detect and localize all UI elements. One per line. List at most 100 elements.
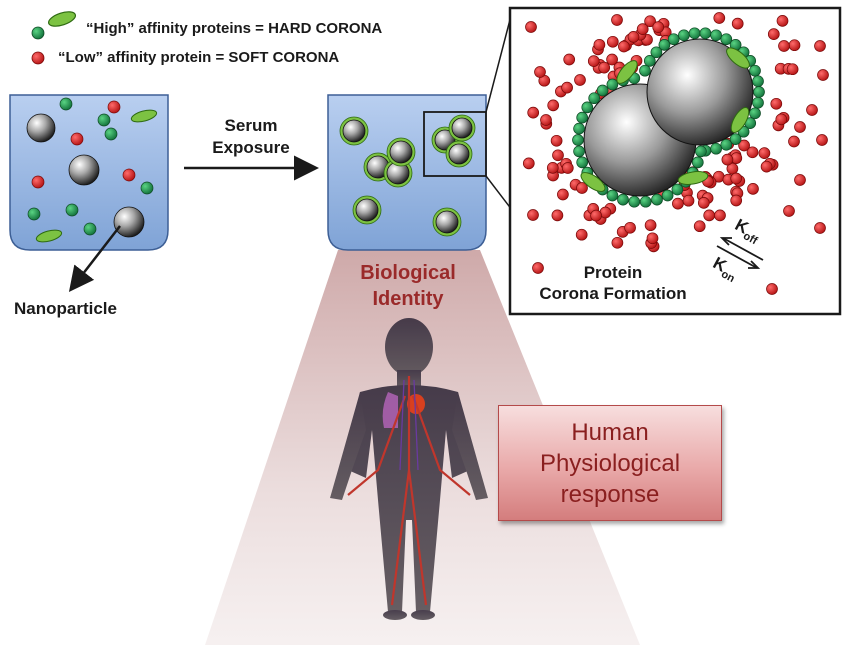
nanoparticle-icon — [389, 140, 413, 164]
hard-corona-protein-icon — [606, 189, 619, 202]
soft-corona-protein-icon — [697, 197, 710, 209]
soft-corona-protein-icon — [767, 28, 780, 40]
nanoparticle-icon — [355, 198, 379, 222]
hard-corona-protein-icon — [752, 96, 764, 109]
equilibrium-arrows-icon — [716, 237, 764, 269]
soft-corona-protein-icon — [563, 53, 576, 66]
soft-corona-protein-icon — [532, 262, 544, 274]
soft-corona-protein-icon — [760, 160, 773, 173]
hard-corona-protein-icon — [581, 101, 594, 114]
soft-corona-protein-icon — [776, 15, 789, 27]
soft-corona-protein-icon — [731, 17, 744, 30]
hard-corona-protein-icon — [667, 33, 680, 46]
soft-corona-protein-icon — [534, 66, 546, 78]
soft-corona-protein-icon — [611, 14, 623, 26]
soft-corona-protein-icon — [646, 232, 659, 245]
soft-corona-protein-icon — [703, 209, 716, 222]
soft-corona-protein-icon — [122, 168, 136, 182]
nanoparticle-icon — [26, 113, 56, 143]
elongated-protein-icon — [616, 60, 638, 84]
soft-corona-protein-icon — [590, 209, 602, 222]
nanoparticle-icon — [435, 210, 459, 234]
organs-icon — [347, 376, 471, 606]
soft-corona-protein-icon — [672, 197, 684, 210]
soft-corona-protein-icon — [814, 222, 826, 234]
hard-corona-protein-icon — [729, 133, 742, 145]
response-line3: response — [560, 480, 660, 508]
hard-corona-protein-icon — [65, 203, 79, 217]
soft-corona-protein-icon — [730, 194, 743, 207]
hard-corona-protein-icon — [617, 193, 629, 206]
hard-corona-protein-icon — [720, 138, 733, 151]
hard-corona-protein-icon — [661, 189, 674, 202]
hard-corona-protein-icon — [650, 46, 663, 59]
hard-corona-protein-icon — [688, 27, 701, 40]
zoom-connector-top — [485, 11, 513, 113]
inset-contents — [522, 12, 829, 295]
bio-identity-line1: Biological — [360, 262, 456, 284]
legend-green-protein-icon — [31, 26, 45, 40]
soft-corona-protein-icon — [652, 21, 665, 33]
soft-corona-protein-icon — [644, 15, 656, 28]
nanoparticle-pointer-arrow — [68, 225, 121, 292]
soft-corona-protein-icon — [540, 114, 552, 126]
soft-corona-protein-icon — [682, 194, 695, 207]
soft-corona-protein-icon — [794, 174, 806, 186]
nanoparticle-icon — [113, 206, 145, 238]
hard-corona-protein-icon — [572, 134, 584, 146]
soft-corona-protein-icon — [766, 283, 778, 295]
beaker-2-contents — [339, 114, 476, 237]
soft-corona-protein-icon — [557, 188, 569, 201]
hard-corona-protein-icon — [576, 156, 589, 169]
hard-corona-protein-icon — [752, 75, 764, 88]
elongated-protein-icon — [726, 47, 750, 69]
soft-corona-protein-icon — [746, 146, 759, 159]
soft-corona-protein-icon — [611, 236, 624, 249]
elongated-protein-icon — [677, 171, 709, 185]
soft-corona-protein-icon — [527, 209, 539, 221]
inset-title-line2: Corona Formation — [539, 284, 687, 303]
hard-corona-protein-icon — [643, 55, 656, 67]
soft-corona-protein-icon — [552, 149, 564, 162]
zoom-connector-bottom — [485, 175, 513, 211]
soft-corona-protein-icon — [786, 63, 799, 76]
hard-corona-protein-icon — [710, 142, 722, 155]
hard-corona-protein-icon — [749, 64, 761, 77]
soft-corona-protein-icon — [644, 219, 657, 232]
soft-corona-protein-icon — [636, 23, 649, 35]
beaker-1-contents — [26, 97, 158, 243]
nanoparticle-icon — [448, 143, 470, 165]
hard-corona-protein-icon — [699, 27, 712, 40]
soft-corona-protein-icon — [713, 12, 726, 24]
elongated-protein-icon — [130, 109, 158, 123]
soft-corona-protein-icon — [574, 74, 586, 86]
soft-corona-protein-icon — [618, 40, 630, 53]
serum-exposure-label: Serum Exposure — [196, 115, 306, 159]
soft-corona-protein-icon — [107, 100, 121, 114]
soft-corona-protein-icon — [550, 134, 563, 147]
soft-corona-protein-icon — [817, 69, 829, 81]
soft-corona-protein-icon — [721, 153, 734, 166]
hard-corona-protein-icon — [27, 207, 41, 221]
soft-corona-protein-icon — [783, 205, 795, 217]
soft-corona-protein-icon — [816, 134, 828, 146]
soft-corona-protein-icon — [606, 53, 618, 66]
soft-corona-protein-icon — [593, 38, 606, 51]
hard-corona-protein-icon — [83, 222, 97, 236]
biological-identity-label: Biological Identity — [338, 260, 478, 312]
response-line1: Human — [571, 418, 649, 446]
soft-corona-protein-icon — [627, 31, 640, 43]
soft-corona-protein-icon — [730, 172, 743, 185]
hard-corona-protein-icon — [140, 181, 154, 195]
nanoparticle-icon — [342, 119, 366, 143]
legend-red-protein-icon — [31, 51, 45, 65]
serum-label-line1: Serum — [224, 116, 278, 135]
legend-low-affinity-label: “Low” affinity protein = SOFT CORONA — [58, 49, 340, 66]
soft-corona-protein-icon — [770, 97, 783, 110]
soft-corona-protein-icon — [758, 147, 771, 159]
hard-corona-protein-icon — [104, 127, 118, 141]
soft-corona-protein-icon — [788, 39, 801, 52]
elongated-protein-icon — [35, 229, 63, 243]
hard-corona-protein-icon — [678, 29, 690, 42]
